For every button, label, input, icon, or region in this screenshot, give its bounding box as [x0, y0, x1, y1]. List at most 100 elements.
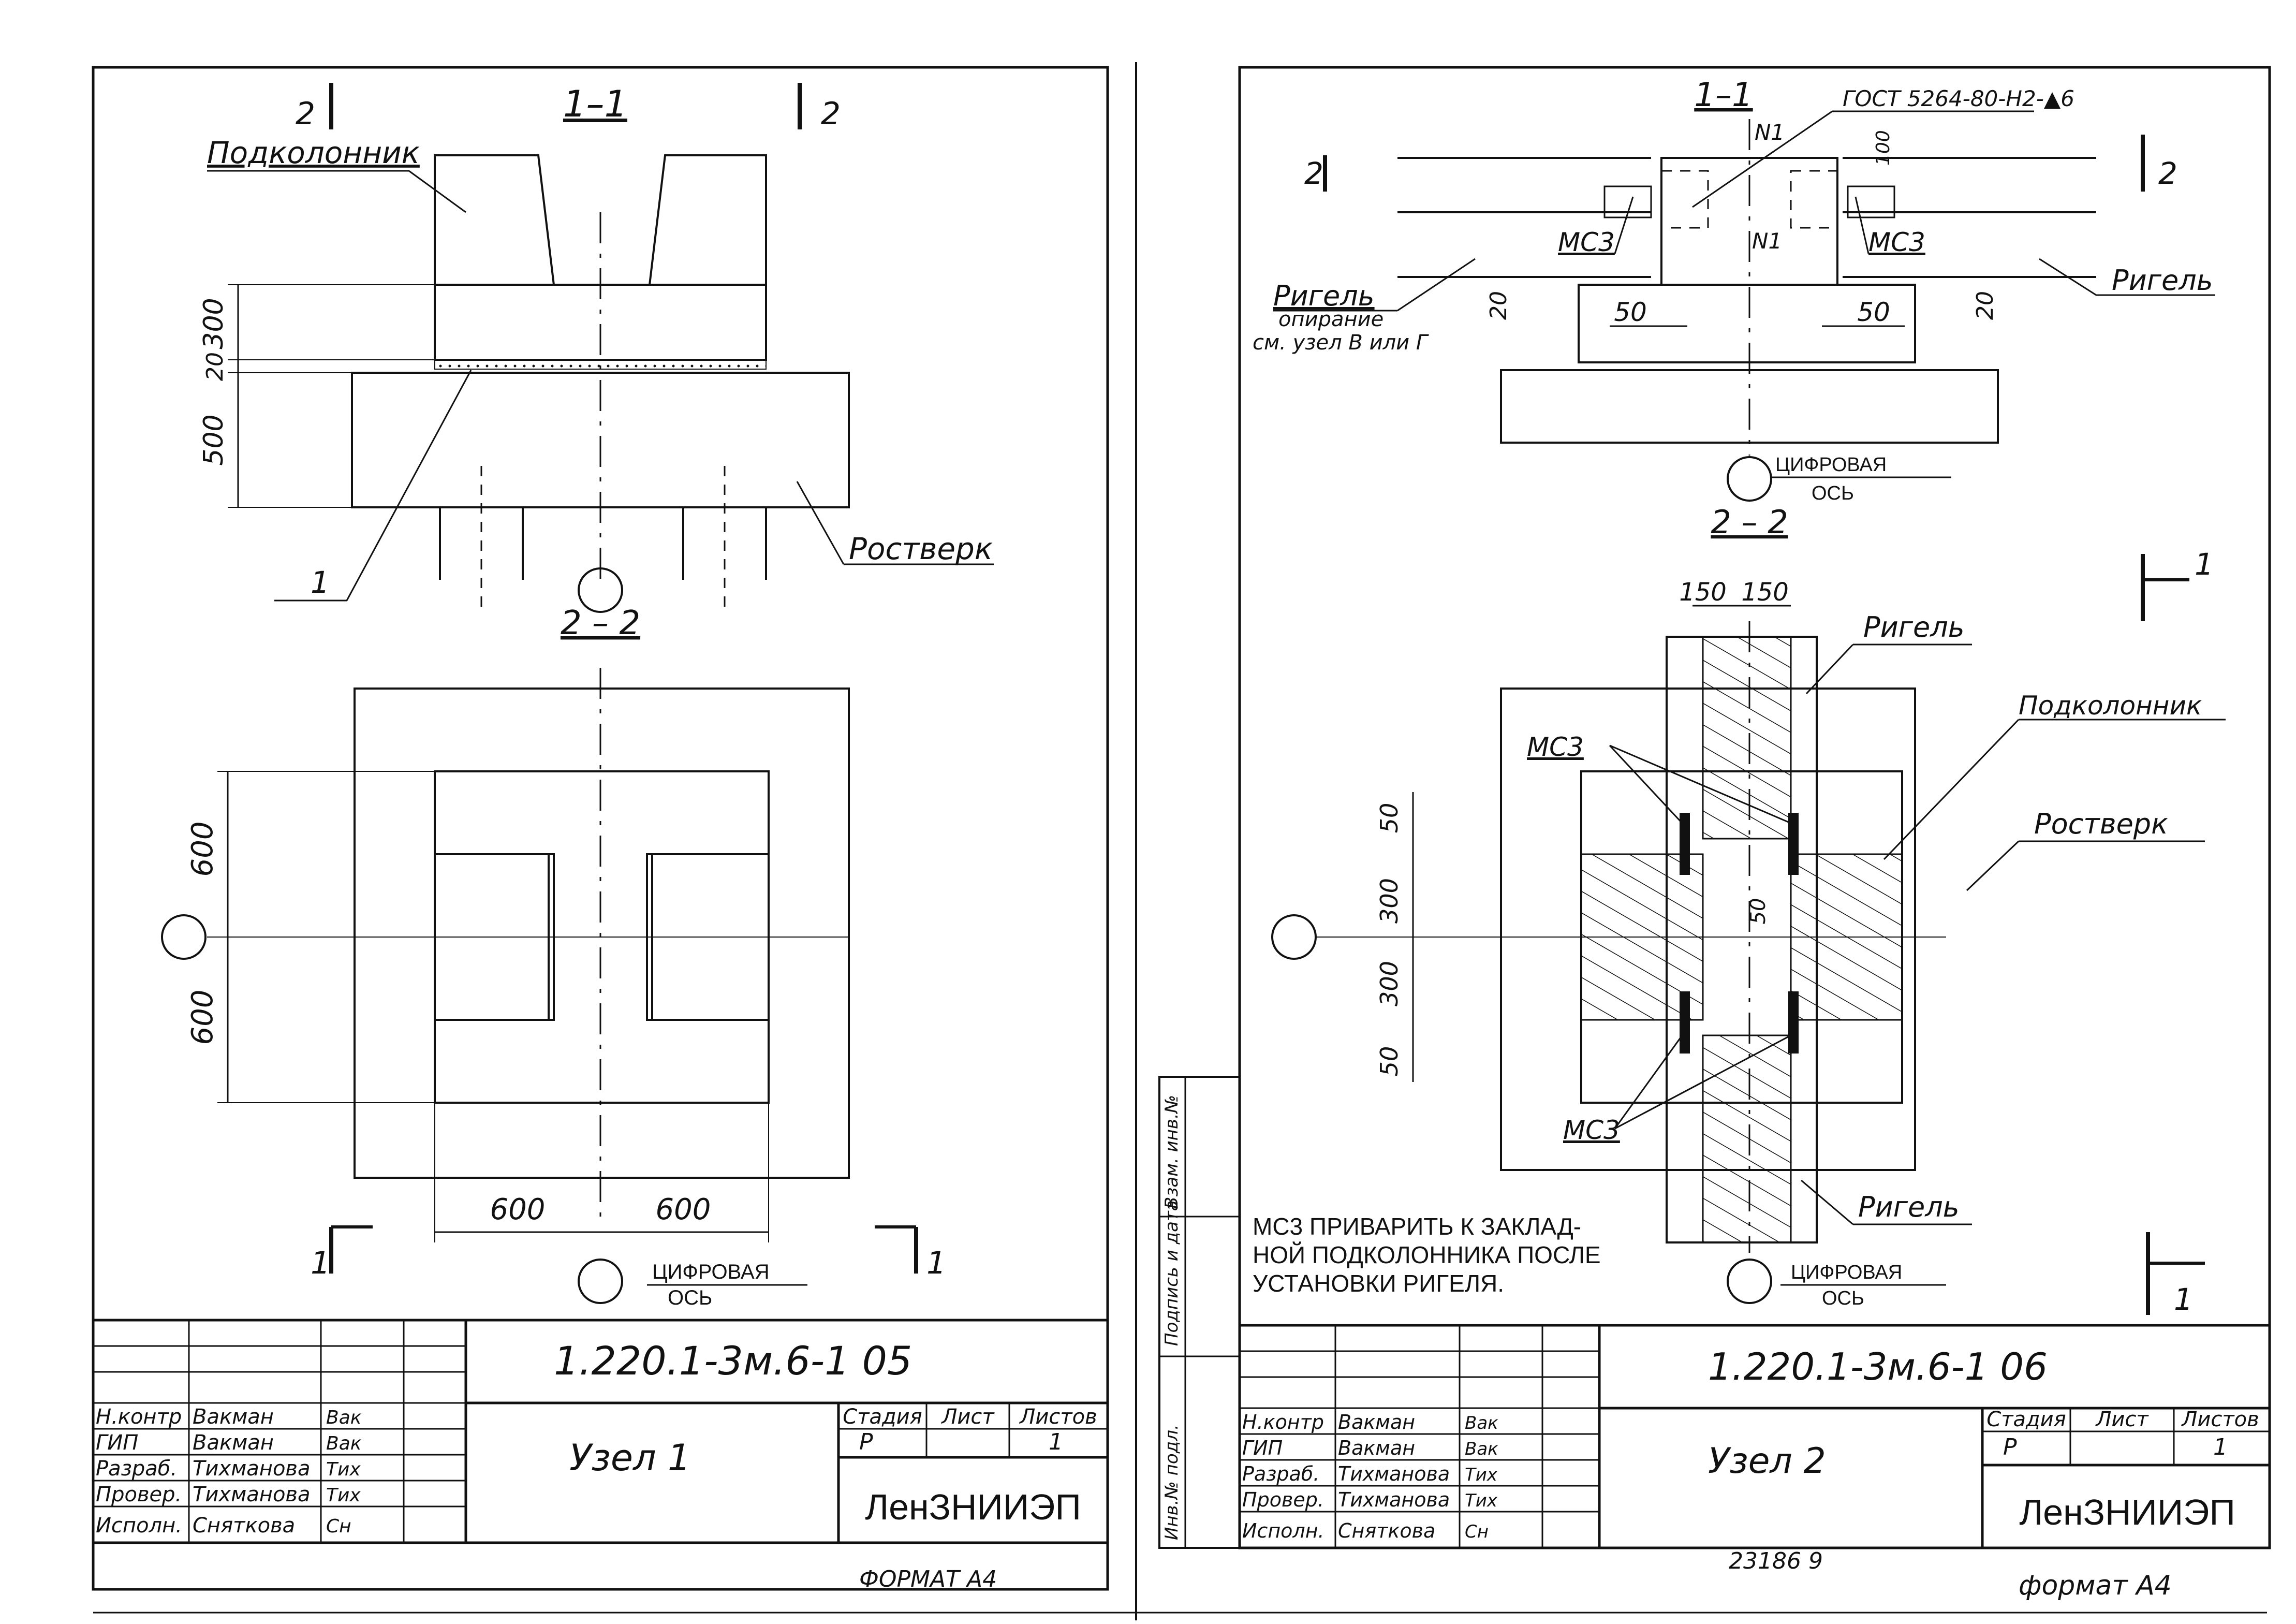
stamp-sign-4-left: Сн: [326, 1516, 351, 1537]
stamp-org-left: ЛенЗНИИЭП: [865, 1487, 1081, 1527]
dims-plan-left: 600 600 600 600: [186, 771, 769, 1242]
axis-bubble-right-plan: [1271, 914, 1317, 960]
cut-label-2-left-a: 2: [296, 96, 315, 132]
stamp-sheets-header-left: Листов: [1019, 1405, 1097, 1429]
label-rigel-plan-a: Ригель: [1863, 611, 1965, 643]
stamp-stage-header-right: Стадия: [1986, 1408, 2066, 1431]
stamp-role-1-right: ГИП: [1242, 1437, 1283, 1459]
stamp-role-2-left: Разраб.: [96, 1457, 177, 1481]
stamp-sign-3-left: Тих: [326, 1485, 361, 1506]
stamp-code-left: 1.220.1-3м.6-1 05: [554, 1338, 912, 1384]
label-rostverk-left: Ростверк: [849, 531, 993, 566]
axis-label-right-bottom-2: ОСЬ: [1822, 1288, 1864, 1309]
dim-150-a: 150: [1679, 578, 1727, 607]
stamp-sign-0-right: Вак: [1465, 1413, 1498, 1433]
label-n1-a: N1: [1755, 120, 1785, 145]
stamp-name-2-right: Тихманова: [1338, 1462, 1450, 1485]
note-line-1: МС3 ПРИВАРИТЬ К ЗАКЛАД-: [1253, 1213, 1581, 1240]
cut-label-1-left-b: 1: [926, 1245, 946, 1281]
stamp-sign-0-left: Вак: [326, 1407, 362, 1428]
label-rigel-a: Ригель: [1273, 280, 1375, 312]
label-podkolonnik-right: Подколонник: [2019, 691, 2202, 721]
section-label-1-1-left: 1–1: [563, 83, 627, 125]
label-item-1: 1: [311, 565, 330, 600]
stamp-name-0-left: Вакман: [193, 1405, 274, 1429]
title-block-right: 1.220.1-3м.6-1 06 Узел 2 ЛенЗНИИЭП Стади…: [1240, 1324, 2270, 1549]
cut-label-2-right-a: 2: [1304, 156, 1323, 191]
stamp-sheets-right: 1: [2213, 1434, 2228, 1460]
stamp-sign-1-right: Вак: [1465, 1439, 1498, 1459]
dim-600-plan-left-b: 600: [186, 990, 219, 1045]
axis-bubble-right-top: [1727, 456, 1772, 502]
axis-bubble-left-top: [578, 567, 623, 613]
label-rigel-b: Ригель: [2112, 264, 2213, 297]
elevation-view-right: [1397, 119, 2096, 502]
stamp-role-1-left: ГИП: [96, 1431, 138, 1455]
stamp-name-3-left: Тихманова: [193, 1483, 311, 1506]
stamp-name-3-right: Тихманова: [1338, 1488, 1450, 1511]
label-mc3-a: МС3: [1558, 227, 1615, 257]
side-stamp-inv: Инв.№ подл.: [1161, 1424, 1182, 1540]
dim-600-plan-bottom-a: 600: [490, 1193, 546, 1226]
dim-600-plan-left-a: 600: [186, 822, 219, 877]
plan-view-left: [161, 668, 850, 1304]
dim-500-left: 500: [198, 414, 229, 465]
note-line-2: НОЙ ПОДКОЛОННИКА ПОСЛЕ: [1253, 1241, 1601, 1268]
side-stamp-sign: Подпись и дата: [1161, 1200, 1182, 1346]
label-opiranie-2: см. узел В или Г: [1253, 331, 1429, 355]
plan-view-right: [1271, 621, 1946, 1304]
axis-bubble-left-bottom: [578, 1259, 623, 1304]
label-rigel-plan-b: Ригель: [1858, 1191, 1960, 1223]
dim-50-b: 50: [1857, 297, 1890, 327]
dim-150-b: 150: [1741, 578, 1789, 607]
stamp-sign-2-left: Тих: [326, 1459, 361, 1480]
format-label-right: формат А4: [2019, 1570, 2172, 1601]
axis-label-left-1: ЦИФРОВАЯ: [652, 1261, 770, 1283]
stamp-stage-left: Р: [859, 1429, 873, 1455]
dim-20-a: 20: [1485, 291, 1512, 320]
stamp-org-right: ЛенЗНИИЭП: [2019, 1492, 2235, 1532]
stamp-role-0-right: Н.контр: [1242, 1411, 1324, 1433]
stamp-sheet-header-left: Лист: [940, 1405, 995, 1429]
label-opiranie-1: опирание: [1278, 308, 1384, 331]
stamp-sheets-left: 1: [1049, 1429, 1063, 1455]
stamp-role-3-left: Провер.: [96, 1483, 182, 1506]
stamp-name-0-right: Вакман: [1338, 1411, 1415, 1433]
dim-plan-right-inner-50: 50: [1746, 898, 1770, 925]
stamp-name-4-left: Снятковa: [193, 1514, 295, 1538]
stamp-sign-2-right: Тих: [1465, 1465, 1498, 1485]
section-label-2-2-right: 2 – 2: [1711, 503, 1788, 541]
stamp-title-right: Узел 2: [1708, 1441, 1826, 1482]
axis-label-right-top-2: ОСЬ: [1812, 482, 1854, 504]
dim-100: 100: [1873, 130, 1894, 166]
side-stamp-replaced: Взам. инв.№: [1161, 1095, 1182, 1209]
label-mc3-b: МС3: [1868, 227, 1925, 257]
stamp-name-2-left: Тихманова: [193, 1457, 311, 1481]
sheet-left-frame: [92, 66, 1109, 1591]
cut-label-1-left-a: 1: [311, 1245, 330, 1281]
dim-50-a: 50: [1614, 297, 1647, 327]
format-label-left: ФОРМАТ А4: [859, 1566, 997, 1592]
stamp-sign-3-right: Тих: [1465, 1490, 1498, 1511]
dim-300-left: 300: [198, 298, 229, 349]
label-podkolonnik-left: Подколонник: [207, 135, 420, 170]
dim-plan-right-50-a: 50: [1375, 803, 1403, 833]
section-label-1-1-right: 1–1: [1694, 76, 1753, 114]
stamp-name-1-right: Вакман: [1338, 1437, 1415, 1459]
elevation-view-left: [351, 154, 850, 613]
note-line-3: УСТАНОВКИ РИГЕЛЯ.: [1253, 1270, 1504, 1297]
stamp-role-4-right: Исполн.: [1242, 1519, 1324, 1542]
sheet-left: 1–1 2 2 Подколонник 1 Роств: [92, 66, 1109, 1592]
cut-label-2-right-b: 2: [2158, 156, 2177, 191]
label-mc3-plan-b: МС3: [1563, 1115, 1620, 1145]
stamp-name-4-right: Снятковa: [1338, 1519, 1435, 1542]
axis-label-right-top-1: ЦИФРОВАЯ: [1775, 454, 1887, 476]
cut-label-1-right-b: 1: [2174, 1282, 2193, 1317]
label-rostverk-right: Ростверк: [2034, 808, 2168, 840]
stamp-name-1-left: Вакман: [193, 1431, 274, 1455]
stamp-sheet-header-right: Лист: [2095, 1408, 2149, 1431]
section-label-2-2-left: 2 – 2: [561, 604, 640, 642]
axis-bubble-right-bottom: [1727, 1259, 1772, 1304]
